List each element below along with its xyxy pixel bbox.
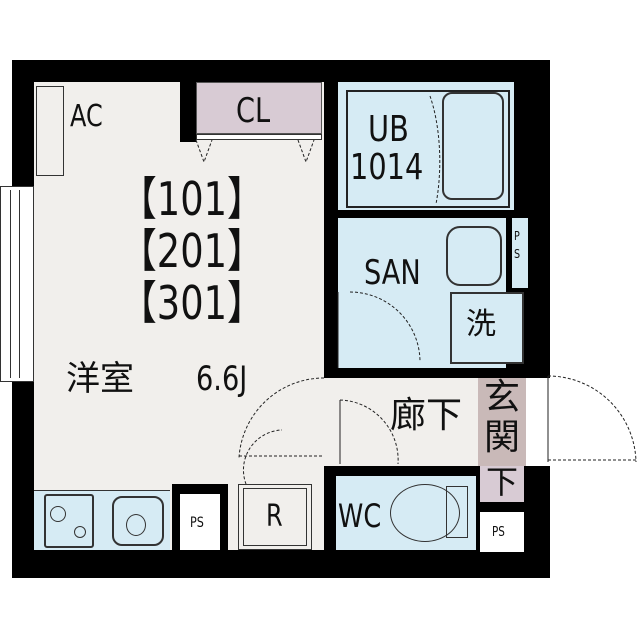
western-room-label: 洋室 [66,359,134,399]
interior-wall-right-of-room [324,60,338,378]
sanitary-label: SAN [364,253,421,293]
air-conditioner [36,86,64,176]
wash-basin [446,226,502,286]
refrigerator [238,484,312,550]
western-room [34,82,324,550]
shoe-cabinet [480,466,524,502]
ub-bottom-wall [338,210,514,218]
refrigerator-label: R [266,499,283,534]
refrigerator-inner [243,488,307,546]
window-frame [10,190,20,378]
unit-bath-frame [346,90,510,208]
window [0,186,34,382]
pipe-space-kitchen-label: PS [190,515,204,531]
hallway-label: 廊下 [390,395,463,436]
pipe-space-san [512,218,528,288]
front-door-opening [526,378,550,466]
unit-number-301: 【301】 [120,276,264,330]
toilet-tank [446,486,468,538]
ac-label: AC [70,99,103,134]
san-bottom-wall [338,368,528,378]
unit-number-101: 【101】 [120,172,264,226]
stove-burner-icon [50,506,66,522]
pipe-space-san-label-1: P [514,229,520,243]
unit-bath-label-1: UB [368,109,409,150]
stove [44,494,94,548]
pipe-space-kitchen [180,494,220,550]
shoe-cabinet-label: 下 [486,463,519,501]
closet-label: CL [236,91,271,131]
entrance-label-2: 関 [484,417,521,458]
closet [196,82,322,134]
unit-number-201: 【201】 [120,224,264,278]
sink-drain-icon [126,514,146,536]
pipe-space-entrance [480,512,524,552]
entrance-label-1: 玄 [484,377,521,418]
unit-bath [338,82,514,212]
pipe-space-san-label-2: S [514,247,521,261]
toilet-bowl [390,484,460,542]
san-ps-wall [506,218,512,288]
washer-label: 洗 [466,307,496,342]
wc-top-wall [324,466,480,476]
kitchen-sink [112,496,164,546]
stove-burner-icon [74,526,86,538]
entrance [478,378,526,466]
unit-bath-label-2: 1014 [350,147,424,188]
closet-wall [180,82,196,142]
washer [450,292,524,364]
toilet-label: WC [338,497,382,535]
hallway [324,378,478,466]
western-room-size: 6.6J [196,359,248,399]
pipe-space-entrance-label: PS [492,525,505,540]
bathtub [442,92,504,200]
closet-door-track [196,134,322,140]
